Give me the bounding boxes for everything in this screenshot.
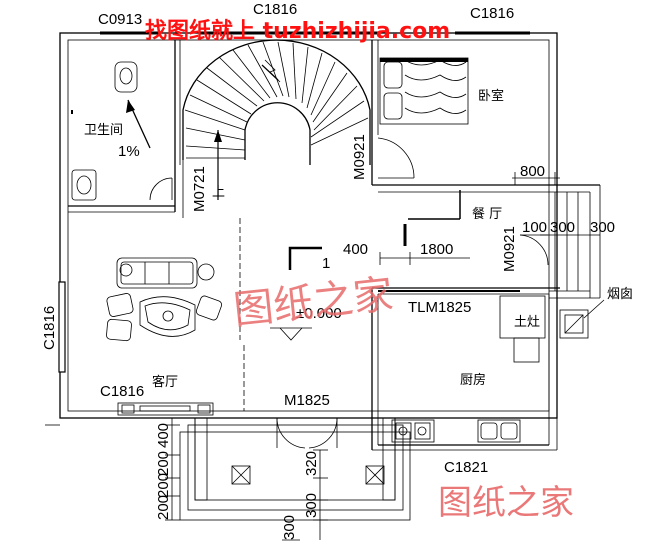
window-label-c0913: C0913 (98, 11, 142, 28)
bathroom-door-arc (149, 177, 173, 201)
room-label-kitchen: 厨房 (460, 372, 486, 388)
room-label-stove: 土灶 (514, 315, 540, 330)
room-label-dining: 餐 厅 (472, 206, 502, 222)
door-label-m0921-dining: M0921 (501, 226, 518, 272)
dim-200-b: 200 (155, 473, 172, 498)
main-door-right-arc (308, 417, 338, 449)
toilet-icon (114, 61, 138, 93)
dining-area (403, 184, 601, 299)
column-left (231, 465, 251, 485)
section-mark-label: 1 (322, 255, 330, 272)
cooktop-icon (391, 419, 435, 443)
dining-door-arc (519, 234, 549, 266)
dim-1800: 1800 (420, 241, 453, 258)
door-label-m1825: M1825 (284, 392, 330, 409)
chimney-box (559, 309, 589, 339)
window-label-c1816-top: C1816 (253, 1, 297, 18)
dim-400-mid: 400 (343, 241, 368, 258)
dim-100: 100 (522, 219, 547, 236)
window-label-c1816-left: C1816 (41, 306, 58, 350)
elevation-label: ±0.000 (296, 305, 342, 322)
stair-up-label: 上 (212, 185, 225, 200)
dimension-lines (45, 172, 600, 541)
slope-arrow-icon (126, 100, 135, 113)
room-label-bathroom: 卫生间 (84, 123, 123, 138)
sofa-group-icon (106, 257, 223, 342)
stair-up-arrow-icon (214, 130, 222, 142)
door-label-m0721: M0721 (191, 166, 208, 212)
bed-icon (379, 57, 469, 125)
main-door-left-arc (276, 417, 306, 449)
window-label-c1821: C1821 (444, 459, 488, 476)
slope-label: 1% (118, 143, 140, 160)
dim-200-a: 200 (155, 451, 172, 476)
dim-300-c: 300 (303, 493, 320, 518)
bathroom (68, 40, 181, 213)
living-room (106, 218, 245, 416)
column-right (365, 465, 385, 485)
dim-300-d: 300 (281, 515, 298, 540)
window-label-c1816-living: C1816 (100, 383, 144, 400)
left-window (58, 281, 66, 373)
dim-200-c: 200 (155, 495, 172, 520)
tv-cabinet-icon (117, 402, 214, 416)
watermark-top: 找图纸就上 tuzhizhijia.com (145, 18, 450, 44)
kitchen-sink-icon (477, 419, 521, 443)
dim-300a: 300 (550, 219, 575, 236)
dim-320: 320 (303, 451, 320, 476)
watermark-bottom: 图纸之家 (438, 483, 574, 523)
dim-300b: 300 (590, 219, 615, 236)
kitchen (371, 287, 605, 451)
dim-800: 800 (520, 163, 545, 180)
bedroom-door-arc (377, 137, 415, 179)
door-label-m0921-bed: M0921 (351, 134, 368, 180)
room-label-bedroom: 卧室 (478, 88, 504, 104)
watermark-middle: 图纸之家 (231, 271, 395, 333)
dim-400-porch: 400 (155, 423, 172, 448)
window-label-c1816-top-right: C1816 (470, 5, 514, 22)
bedroom (371, 40, 549, 193)
sink-icon (71, 169, 97, 201)
room-label-living: 客厅 (152, 374, 178, 390)
spiral-staircase (182, 39, 371, 218)
room-label-chimney: 烟囱 (607, 287, 633, 302)
elevation-marker (270, 246, 322, 341)
entrance-porch (179, 417, 411, 521)
door-label-tlm1825: TLM1825 (408, 299, 471, 316)
